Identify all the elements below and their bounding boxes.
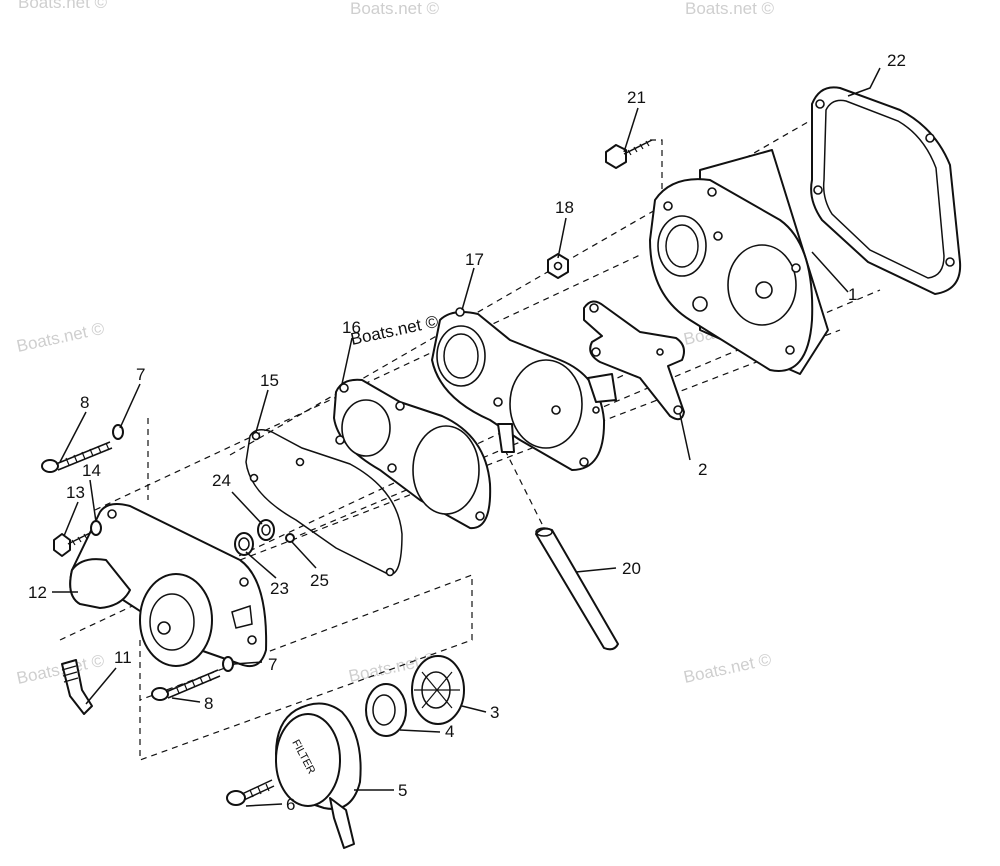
callout-21: 21: [627, 88, 646, 107]
part-25-retainer: [285, 533, 295, 543]
part-8-screw-upper: [41, 441, 113, 473]
callout-7-upper: 7: [136, 365, 145, 384]
part-4-gasket-ring: [365, 683, 407, 737]
leader-lines: [52, 67, 881, 807]
part-11-fitting: [61, 659, 93, 715]
callout-3: 3: [490, 703, 499, 722]
part-23-o-ring: [234, 532, 254, 556]
callout-8-lower: 8: [204, 694, 213, 713]
callout-25: 25: [310, 571, 329, 590]
callout-12: 12: [28, 583, 47, 602]
callout-2: 2: [698, 460, 707, 479]
callout-23: 23: [270, 579, 289, 598]
callout-8-upper: 8: [80, 393, 89, 412]
callout-13: 13: [66, 483, 85, 502]
callout-5: 5: [398, 781, 407, 800]
part-8-screw-lower: [151, 669, 221, 701]
part-14-washer: [90, 520, 102, 536]
part-1-pump-body: [649, 149, 829, 375]
watermark-text: Boats.net ©: [18, 0, 108, 12]
part-16-gasket: [333, 378, 492, 530]
callout-17: 17: [465, 250, 484, 269]
callout-4: 4: [445, 722, 454, 741]
part-18-nut: [547, 253, 569, 279]
assembly-line: [499, 439, 546, 531]
part-15-gasket: [245, 429, 403, 577]
callout-6: 6: [286, 795, 295, 814]
callout-15: 15: [260, 371, 279, 390]
assembly-line: [229, 114, 821, 456]
assembly-line: [650, 139, 663, 200]
part-3-screen: [411, 655, 465, 725]
callout-14: 14: [82, 461, 101, 480]
part-7-washer-lower: [222, 656, 234, 672]
part-20-hose: [535, 527, 619, 651]
watermark-text: Boats.net ©: [15, 651, 107, 688]
callout-24: 24: [212, 471, 231, 490]
watermark-text: Boats.net ©: [15, 319, 107, 356]
callout-7-lower: 7: [268, 655, 277, 674]
part-17-housing: [431, 307, 617, 471]
part-21-screw: [605, 139, 653, 169]
part-5-filter-cup: FILTER: [275, 702, 362, 849]
assembly-line: [139, 574, 473, 761]
part-2-bracket: [583, 300, 685, 421]
part-6-screw: [226, 779, 275, 806]
watermark-text: Boats.net ©: [349, 312, 441, 349]
part-22-gasket: [810, 86, 962, 295]
callout-1: 1: [848, 285, 857, 304]
part-12-cover: [69, 503, 268, 668]
watermark-text: Boats.net ©: [350, 0, 440, 18]
callout-20: 20: [622, 559, 641, 578]
callout-16: 16: [342, 318, 361, 337]
part-7-washer-upper: [112, 424, 124, 440]
callout-11: 11: [114, 648, 132, 667]
callout-18: 18: [555, 198, 574, 217]
part-13-screw: [53, 531, 93, 557]
watermark-text: Boats.net ©: [685, 0, 775, 18]
callout-22: 22: [887, 51, 906, 70]
watermark-text: Boats.net ©: [682, 650, 774, 687]
assembly-line: [299, 289, 881, 536]
part-24-check-valve: [257, 519, 275, 541]
callouts: 22 21 18 17 16 15 7 8 14 13 24 23 25 12 …: [28, 51, 906, 814]
